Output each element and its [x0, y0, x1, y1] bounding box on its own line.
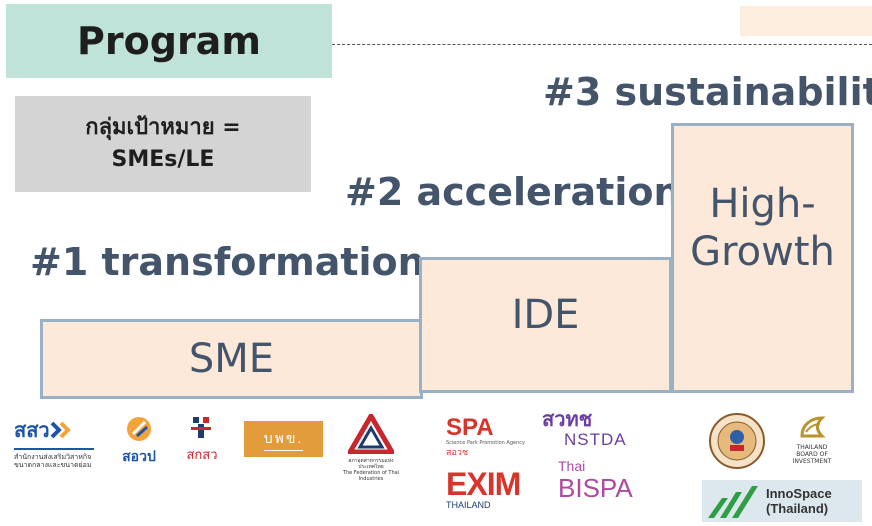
target-group-box: กลุ่มเป้าหมาย = SMEs/LE [15, 96, 311, 192]
stage3-title: #3 sustainability [543, 70, 872, 114]
borporkor-logo-mark: บพข. [263, 428, 304, 451]
program-title-box: Program [6, 4, 332, 78]
step-ide-box: IDE [419, 257, 672, 393]
boi-logo-line3: INVESTMENT [792, 458, 832, 465]
fti-triangle-icon [345, 411, 397, 455]
innospace-logo-line2: (Thailand) [766, 501, 829, 516]
osmep-logo: สสว สำนักงานส่งเสริมวิสาหกิจ ขนาดกลางและ… [14, 414, 100, 474]
sorworpor-emblem-icon [127, 417, 151, 441]
thaibispa-logo: Thai BISPA [558, 458, 650, 510]
boi-logo-line2: BOARD OF [796, 451, 828, 458]
revenue-seal-icon [709, 413, 765, 469]
nstda-logo-thai: สวทช [542, 409, 593, 431]
sorkorsorwor-logo-mark: สกสว [186, 447, 218, 462]
spa-logo-line2: สอวช [446, 447, 469, 457]
dashed-divider [332, 44, 872, 45]
step-ide-label: IDE [511, 292, 580, 338]
step-high-growth-label-2: Growth [690, 229, 835, 275]
corner-decoration [740, 6, 872, 36]
spa-logo-line1: Science Park Promotion Agency [446, 440, 525, 446]
innospace-logo: InnoSpace (Thailand) [702, 480, 862, 522]
step-high-growth-label-1: High- [709, 181, 816, 227]
revenue-department-seal [708, 412, 766, 470]
sorworpor-logo: สอวป [114, 416, 164, 464]
exim-logo-sub: THAILAND [446, 500, 491, 510]
step-sme-label: SME [188, 336, 275, 382]
boi-emblem-icon [800, 416, 826, 438]
stage1-title: #1 transformation [30, 240, 425, 284]
osmep-logo-line2: ขนาดกลางและขนาดย่อม [14, 461, 92, 469]
program-title: Program [77, 19, 261, 63]
sorkorsorwor-emblem-icon [191, 417, 211, 438]
exim-logo: EXIM THAILAND [446, 468, 542, 514]
target-group-label: กลุ่มเป้าหมาย = [85, 115, 241, 140]
exim-logo-mark: EXIM [446, 466, 521, 502]
nstda-logo: สวทช NSTDA [542, 410, 654, 454]
innospace-stripes-icon [708, 486, 758, 518]
sorkorsorwor-logo: สกสว [182, 414, 222, 462]
double-chevron-icon [50, 421, 71, 439]
fti-logo-line2: The Federation of Thai Industries [342, 470, 400, 482]
fti-logo-line1: สภาอุตสาหกรรมแห่งประเทศไทย [348, 458, 394, 470]
spa-logo-mark: SPA [446, 414, 494, 441]
thaibispa-logo-mark: BISPA [558, 473, 633, 503]
stage2-title: #2 acceleration [345, 170, 681, 214]
spa-logo: SPA Science Park Promotion Agency สอวช [446, 416, 526, 462]
boi-logo-line1: THAILAND [796, 444, 828, 451]
nstda-logo-mark: NSTDA [564, 430, 627, 449]
innospace-logo-line1: InnoSpace [766, 486, 832, 501]
step-sme-box: SME [40, 319, 423, 399]
thaibispa-logo-top: Thai [558, 458, 586, 474]
fti-logo: สภาอุตสาหกรรมแห่งประเทศไทย The Federatio… [336, 411, 406, 482]
borporkor-logo: บพข. [244, 421, 323, 457]
osmep-logo-mark: สสว [14, 420, 50, 442]
target-group-value: SMEs/LE [111, 147, 215, 172]
osmep-logo-line1: สำนักงานส่งเสริมวิสาหกิจ [14, 453, 92, 461]
sorworpor-logo-mark: สอวป [122, 448, 156, 464]
step-high-growth-box: High- Growth [671, 123, 854, 393]
boi-logo: THAILAND BOARD OF INVESTMENT [782, 414, 842, 476]
